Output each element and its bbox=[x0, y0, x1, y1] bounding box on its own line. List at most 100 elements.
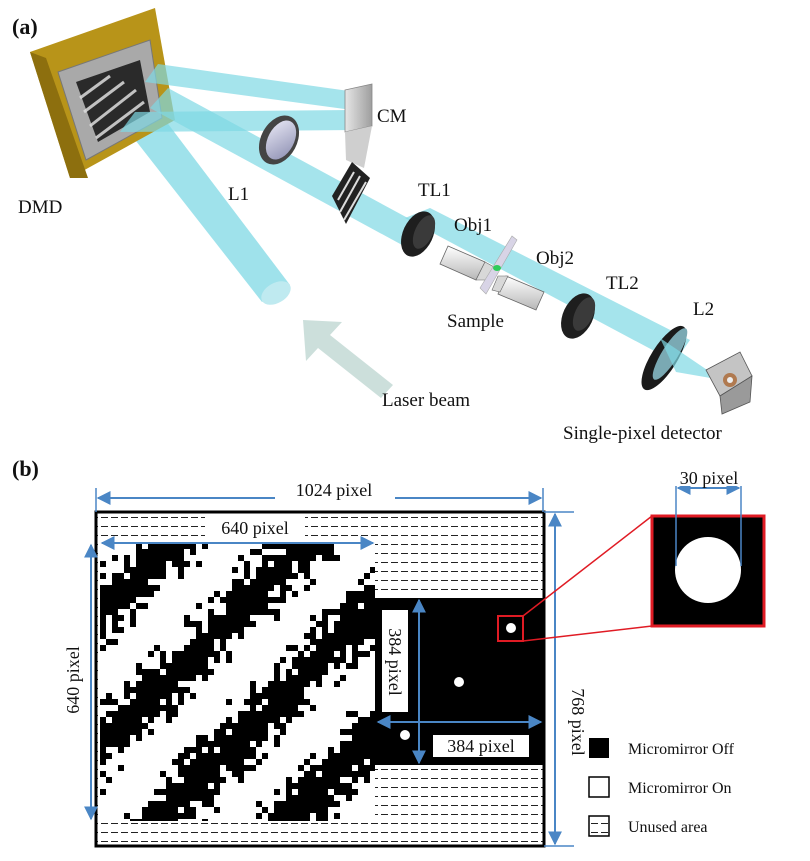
micromirror-off-cell bbox=[196, 765, 202, 771]
micromirror-off-cell bbox=[346, 789, 352, 795]
micromirror-off-cell bbox=[322, 555, 328, 561]
micromirror-off-cell bbox=[142, 579, 148, 585]
micromirror-off-cell bbox=[352, 753, 358, 759]
micromirror-off-cell bbox=[214, 591, 220, 597]
micromirror-off-cell bbox=[334, 609, 340, 615]
micromirror-off-cell bbox=[124, 741, 130, 747]
micromirror-off-cell bbox=[136, 705, 142, 711]
label-laser-beam: Laser beam bbox=[382, 390, 470, 411]
micromirror-off-cell bbox=[238, 771, 244, 777]
micromirror-off-cell bbox=[364, 633, 370, 639]
micromirror-off-cell bbox=[340, 633, 346, 639]
micromirror-off-cell bbox=[172, 657, 178, 663]
micromirror-off-cell bbox=[196, 621, 202, 627]
micromirror-off-cell bbox=[172, 819, 178, 821]
micromirror-off-cell bbox=[124, 687, 130, 693]
micromirror-off-cell bbox=[184, 777, 190, 783]
micromirror-off-cell bbox=[148, 693, 154, 699]
micromirror-off-cell bbox=[358, 759, 364, 765]
micromirror-off-cell bbox=[352, 621, 358, 627]
micromirror-off-cell bbox=[232, 735, 238, 741]
micromirror-off-cell bbox=[166, 789, 172, 795]
micromirror-off-cell bbox=[208, 765, 214, 771]
beam-dmd-cm-upper bbox=[145, 64, 356, 110]
micromirror-off-cell bbox=[370, 567, 375, 573]
micromirror-off-cell bbox=[142, 549, 148, 555]
micromirror-off-cell bbox=[322, 777, 328, 783]
micromirror-off-cell bbox=[154, 585, 160, 591]
micromirror-off-cell bbox=[370, 759, 375, 765]
micromirror-off-cell bbox=[124, 561, 130, 567]
micromirror-off-cell bbox=[346, 615, 352, 621]
micromirror-off-cell bbox=[238, 621, 244, 627]
micromirror-off-cell bbox=[232, 615, 238, 621]
micromirror-off-cell bbox=[154, 645, 160, 651]
micromirror-off-cell bbox=[214, 657, 220, 663]
micromirror-off-cell bbox=[328, 651, 334, 657]
micromirror-off-cell bbox=[208, 789, 214, 795]
micromirror-off-cell bbox=[286, 705, 292, 711]
micromirror-off-cell bbox=[250, 681, 256, 687]
micromirror-off-cell bbox=[202, 639, 208, 645]
micromirror-off-cell bbox=[130, 585, 136, 591]
micromirror-off-cell bbox=[190, 651, 196, 657]
micromirror-off-cell bbox=[250, 735, 256, 741]
micromirror-off-cell bbox=[370, 717, 375, 723]
micromirror-off-cell bbox=[124, 729, 130, 735]
micromirror-off-cell bbox=[166, 807, 172, 813]
micromirror-off-cell bbox=[112, 573, 118, 579]
micromirror-off-cell bbox=[256, 813, 262, 819]
micromirror-off-cell bbox=[160, 813, 166, 819]
micromirror-off-cell bbox=[352, 603, 358, 609]
micromirror-off-cell bbox=[358, 741, 364, 747]
micromirror-off-cell bbox=[364, 621, 370, 627]
micromirror-off-cell bbox=[154, 555, 160, 561]
micromirror-off-cell bbox=[274, 561, 280, 567]
micromirror-off-cell bbox=[226, 651, 232, 657]
micromirror-off-cell bbox=[286, 573, 292, 579]
dim-384-h: 384 pixel bbox=[447, 736, 515, 756]
micromirror-off-cell bbox=[334, 681, 340, 687]
micromirror-off-cell bbox=[256, 729, 262, 735]
micromirror-off-cell bbox=[184, 771, 190, 777]
micromirror-off-cell bbox=[340, 645, 346, 651]
micromirror-off-cell bbox=[322, 765, 328, 771]
micromirror-off-cell bbox=[328, 759, 334, 765]
micromirror-off-cell bbox=[244, 765, 250, 771]
micromirror-off-cell bbox=[358, 591, 364, 597]
micromirror-off-cell bbox=[142, 669, 148, 675]
micromirror-off-cell bbox=[364, 753, 370, 759]
micromirror-off-cell bbox=[106, 711, 112, 717]
micromirror-off-cell bbox=[274, 741, 280, 747]
micromirror-off-cell bbox=[298, 669, 304, 675]
micromirror-off-cell bbox=[256, 573, 262, 579]
micromirror-off-cell bbox=[250, 729, 256, 735]
micromirror-off-cell bbox=[274, 675, 280, 681]
micromirror-off-cell bbox=[304, 567, 310, 573]
micromirror-off-cell bbox=[100, 645, 106, 651]
label-cm: CM bbox=[377, 106, 407, 127]
micromirror-off-cell bbox=[244, 711, 250, 717]
panel-a-label: (a) bbox=[12, 14, 38, 39]
micromirror-off-cell bbox=[106, 723, 112, 729]
micromirror-off-cell bbox=[280, 687, 286, 693]
micromirror-off-cell bbox=[370, 747, 375, 753]
micromirror-off-cell bbox=[226, 753, 232, 759]
micromirror-off-cell bbox=[214, 729, 220, 735]
panel-b: (b) 1024 pixel 640 pixel 640 pixel 768 p… bbox=[12, 456, 766, 848]
micromirror-off-cell bbox=[250, 609, 256, 615]
micromirror-off-cell bbox=[124, 705, 130, 711]
micromirror-off-cell bbox=[250, 699, 256, 705]
micromirror-off-cell bbox=[256, 699, 262, 705]
micromirror-off-cell bbox=[268, 813, 274, 819]
micromirror-off-cell bbox=[154, 711, 160, 717]
micromirror-off-cell bbox=[196, 603, 202, 609]
micromirror-off-cell bbox=[334, 657, 340, 663]
micromirror-off-cell bbox=[292, 693, 298, 699]
micromirror-off-cell bbox=[214, 807, 220, 813]
micromirror-off-cell bbox=[154, 675, 160, 681]
micromirror-off-cell bbox=[172, 801, 178, 807]
micromirror-off-cell bbox=[322, 615, 328, 621]
micromirror-off-cell bbox=[154, 681, 160, 687]
micromirror-off-cell bbox=[172, 675, 178, 681]
